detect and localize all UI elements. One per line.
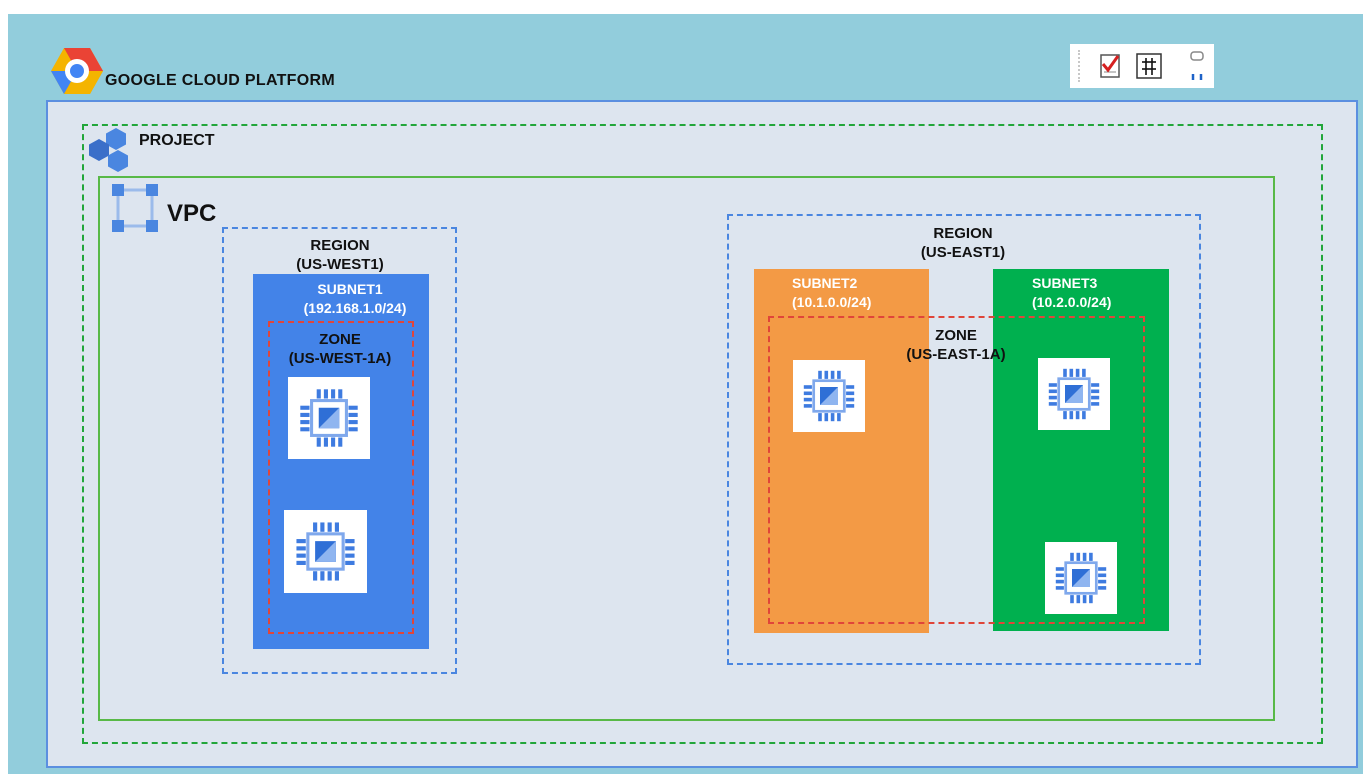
subnet1-cidr: (192.168.1.0/24) — [303, 300, 407, 316]
google-cloud-logo-icon — [50, 46, 104, 96]
region-east-label: REGION (US-EAST1) — [893, 224, 1033, 262]
subnet1-label: SUBNET1 (192.168.1.0/24) — [270, 280, 430, 318]
region-west-label: REGION (US-WEST1) — [270, 236, 410, 274]
zone-east-label: ZONE (US-EAST-1A) — [886, 326, 1026, 364]
grid-character-icon[interactable] — [1136, 53, 1162, 79]
subnet3-cidr: (10.2.0.0/24) — [1032, 294, 1112, 310]
project-hexagons-icon — [86, 126, 134, 174]
region-west-title: REGION — [310, 237, 370, 254]
subnet2-box — [754, 269, 929, 633]
region-west-name: (US-WEST1) — [296, 256, 384, 273]
compute-instance-icon — [1045, 542, 1117, 614]
subnet1-title: SUBNET1 — [317, 281, 383, 297]
project-label: PROJECT — [139, 132, 215, 149]
subnet3-title: SUBNET3 — [1032, 275, 1098, 291]
compute-instance-icon — [288, 377, 370, 459]
region-west-container — [222, 227, 457, 674]
vpc-container — [98, 176, 1275, 721]
region-east-container — [727, 214, 1201, 665]
compute-instance-icon — [284, 510, 367, 593]
region-east-name: (US-EAST1) — [920, 244, 1006, 261]
zone-east-title: ZONE — [935, 327, 977, 344]
zone-west-name: (US-WEST-1A) — [288, 350, 392, 367]
toolbar-grip — [1078, 50, 1082, 82]
compute-instance-icon — [1038, 358, 1110, 430]
vpc-bracket-icon — [110, 182, 160, 234]
zone-west-container — [268, 321, 414, 634]
checklist-icon[interactable] — [1098, 52, 1124, 80]
platform-title: GOOGLE CLOUD PLATFORM — [105, 72, 335, 89]
zone-west-title: ZONE — [319, 331, 361, 348]
region-east-title: REGION — [933, 225, 993, 242]
handle-icon[interactable] — [1188, 50, 1206, 82]
project-container — [82, 124, 1323, 744]
subnet2-label: SUBNET2 (10.1.0.0/24) — [792, 274, 871, 312]
zone-west-label: ZONE (US-WEST-1A) — [270, 330, 410, 368]
zone-east-container — [768, 316, 1145, 624]
vpc-label: VPC — [167, 200, 217, 227]
toolbar — [1070, 44, 1214, 88]
subnet2-cidr: (10.1.0.0/24) — [792, 294, 872, 310]
subnet2-title: SUBNET2 — [792, 275, 858, 291]
subnet3-label: SUBNET3 (10.2.0.0/24) — [1032, 274, 1111, 312]
zone-east-name: (US-EAST-1A) — [906, 346, 1006, 363]
compute-instance-icon — [793, 360, 865, 432]
